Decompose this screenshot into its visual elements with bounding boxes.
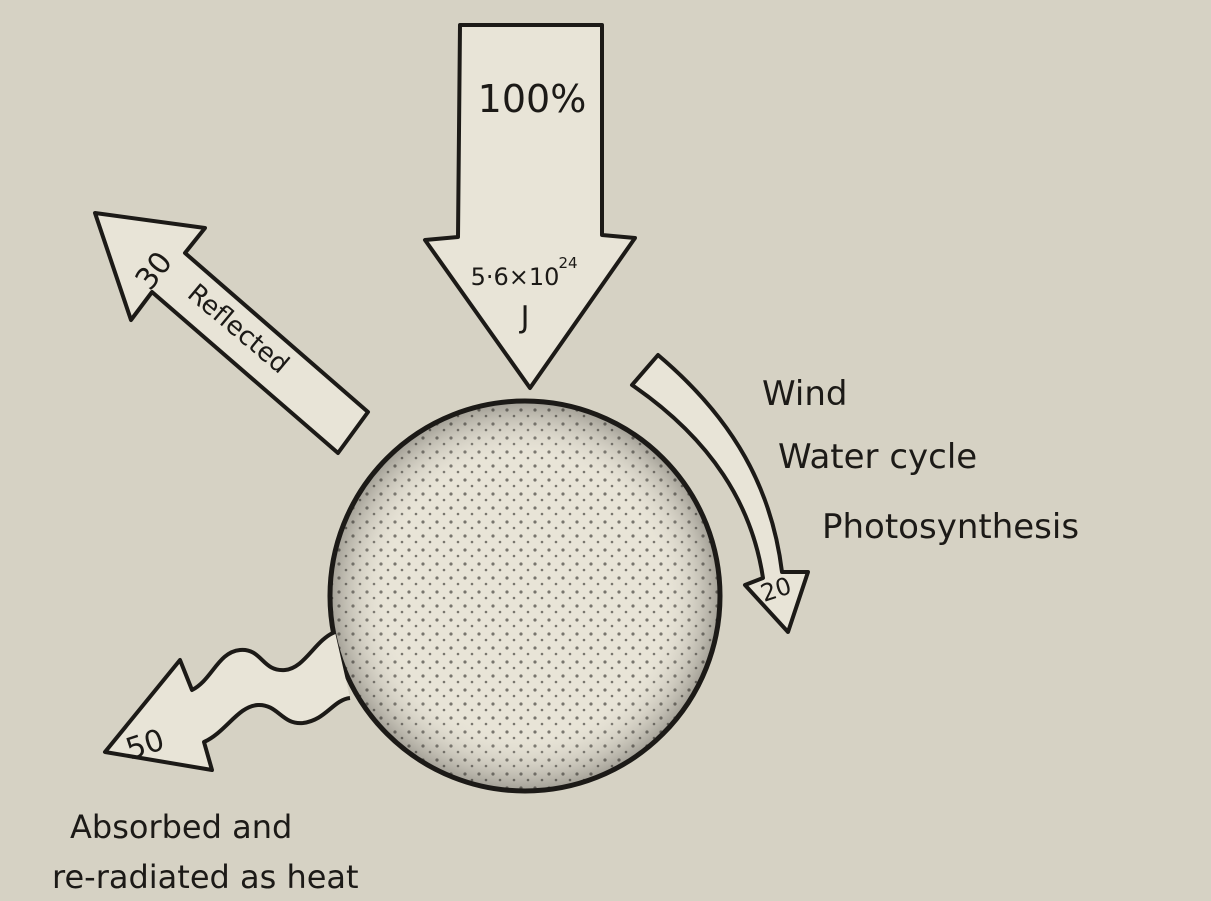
incoming-percent-label: 100% xyxy=(478,77,587,121)
absorbed-label-line2: re-radiated as heat xyxy=(52,858,359,896)
absorbed-label: Absorbed and re-radiated as heat xyxy=(52,808,359,896)
reflected-arrow: 30 Reflected xyxy=(95,213,368,453)
processes-list: Wind Water cycle Photosynthesis xyxy=(762,374,1079,547)
incoming-arrow: 100% 5·6×10 24 J xyxy=(425,25,635,388)
incoming-energy-unit: J xyxy=(519,300,530,335)
earth-globe xyxy=(330,401,720,791)
absorbed-arrow: 50 xyxy=(105,632,350,770)
incoming-energy-value: 5·6×10 xyxy=(471,263,560,291)
absorbed-label-line1: Absorbed and xyxy=(70,808,292,846)
process-photosynthesis: Photosynthesis xyxy=(822,507,1079,547)
incoming-energy-exponent: 24 xyxy=(558,254,577,272)
process-wind: Wind xyxy=(762,374,847,414)
process-water-cycle: Water cycle xyxy=(778,437,977,477)
